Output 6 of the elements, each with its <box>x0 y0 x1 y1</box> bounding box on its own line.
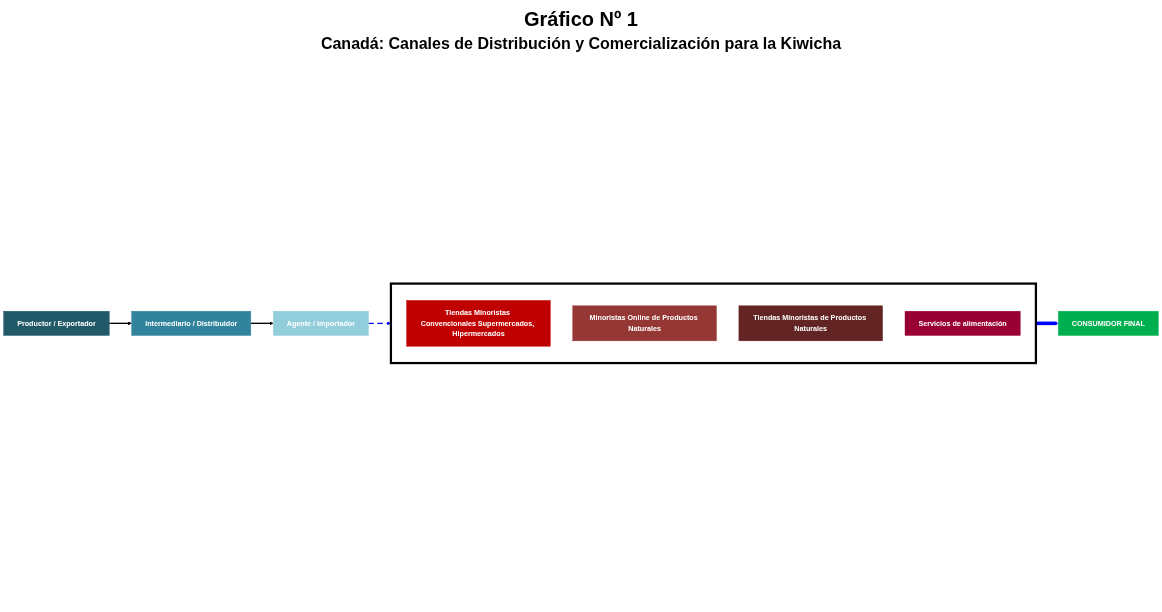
subtitle: Canadá: Canales de Distribución y Comercialización para la Kiwicha <box>319 35 843 53</box>
arrow <box>250 321 274 325</box>
diagram-title: Gráfico Nº 1 <box>523 8 639 31</box>
arrow <box>108 321 132 325</box>
cluster <box>389 282 1038 364</box>
arrow <box>1035 321 1059 325</box>
